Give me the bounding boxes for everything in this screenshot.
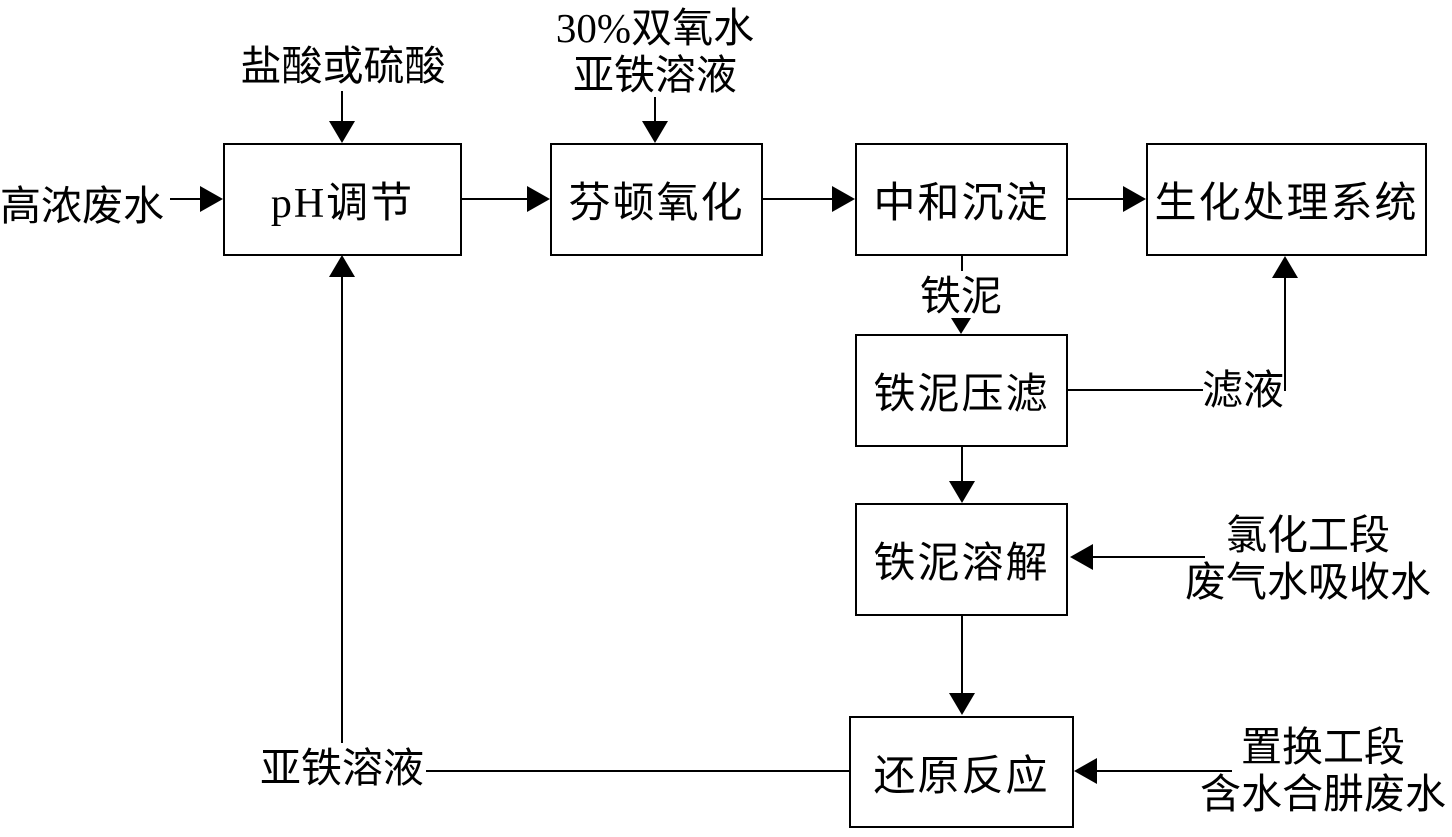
flow-line-influent [170,198,202,200]
flow-line-neutralization-to-bio [1068,198,1123,200]
chlorination-feed-line1: 氯化工段 [1226,512,1390,558]
process-box-biochemical-treatment-system: 生化处理系统 [1146,143,1427,256]
arrowhead-peroxide-feed-icon [642,121,668,143]
chlorination-feed-line2: 废气水吸收水 [1185,559,1431,605]
arrowhead-neutralization-to-bio-icon [1123,186,1146,212]
flow-line-acid-feed [341,91,343,122]
replacement-feed-line2: 含水合肼废水 [1200,771,1446,817]
process-box-ph-adjust-label: pH调节 [270,181,415,227]
process-box-iron-mud-press-filtration-label: 铁泥压滤 [873,372,1050,418]
arrowhead-dissolve-to-reduction-icon [949,693,975,715]
process-box-neutralization-precipitation-label: 中和沉淀 [873,181,1050,227]
process-box-reduction-reaction-label: 还原反应 [873,753,1050,800]
arrowhead-ph-to-fenton-icon [527,186,550,212]
arrowhead-acid-feed-icon [329,121,355,143]
flow-line-ferrous-recycle-vertical [341,277,343,743]
influent-label: 高浓废水 [0,183,164,229]
flow-line-peroxide-feed [654,97,656,123]
peroxide-feed-line1: 30%双氧水 [555,5,755,51]
flow-line-ph-to-fenton [462,198,528,200]
flow-line-replacement-feed [1097,770,1232,772]
flow-line-ferrous-recycle-horizontal [426,770,849,772]
process-box-reduction-reaction: 还原反应 [849,716,1074,828]
flow-line-dissolve-to-reduction [961,616,963,694]
process-box-fenton-oxidation: 芬顿氧化 [550,143,763,256]
arrowhead-filtrate-to-bio-icon [1272,256,1298,278]
arrowhead-replacement-feed-icon [1074,758,1097,784]
flow-line-filtrate-horizontal [1068,389,1203,391]
arrowhead-influent-icon [200,186,223,212]
flow-line-chlorination-feed [1093,556,1205,558]
flow-line-iron-mud-stub [961,256,963,271]
ferrous-recycle-label: 亚铁溶液 [260,745,424,791]
process-box-iron-mud-press-filtration: 铁泥压滤 [855,334,1068,447]
peroxide-feed-line2: 亚铁溶液 [573,52,737,98]
acid-feed-label: 盐酸或硫酸 [240,43,446,89]
peroxide-ferrous-feed-label: 30%双氧水 亚铁溶液 [545,5,765,99]
arrowhead-iron-mud-icon [951,318,971,334]
iron-mud-label: 铁泥 [920,273,1002,319]
process-box-iron-mud-dissolution: 铁泥溶解 [855,503,1068,616]
process-box-neutralization-precipitation: 中和沉淀 [855,143,1068,256]
flow-line-press-to-dissolve [961,447,963,482]
replacement-feed-label: 置换工段 含水合肼废水 [1178,724,1452,818]
process-box-fenton-oxidation-label: 芬顿氧化 [568,181,745,227]
arrowhead-ferrous-recycle-icon [329,255,355,277]
filtrate-label: 滤液 [1202,367,1284,413]
arrowhead-chlorination-feed-icon [1070,544,1093,570]
arrowhead-fenton-to-neutralization-icon [832,186,855,212]
flow-line-filtrate-vertical [1284,277,1286,391]
replacement-feed-line1: 置换工段 [1241,724,1405,770]
arrowhead-press-to-dissolve-icon [949,481,975,503]
process-box-iron-mud-dissolution-label: 铁泥溶解 [873,541,1050,587]
process-box-biochemical-treatment-system-label: 生化处理系统 [1154,181,1419,227]
process-box-ph-adjust: pH调节 [223,143,462,256]
flow-line-fenton-to-neutralization [763,198,832,200]
chlorination-feed-label: 氯化工段 废气水吸收水 [1163,512,1452,606]
